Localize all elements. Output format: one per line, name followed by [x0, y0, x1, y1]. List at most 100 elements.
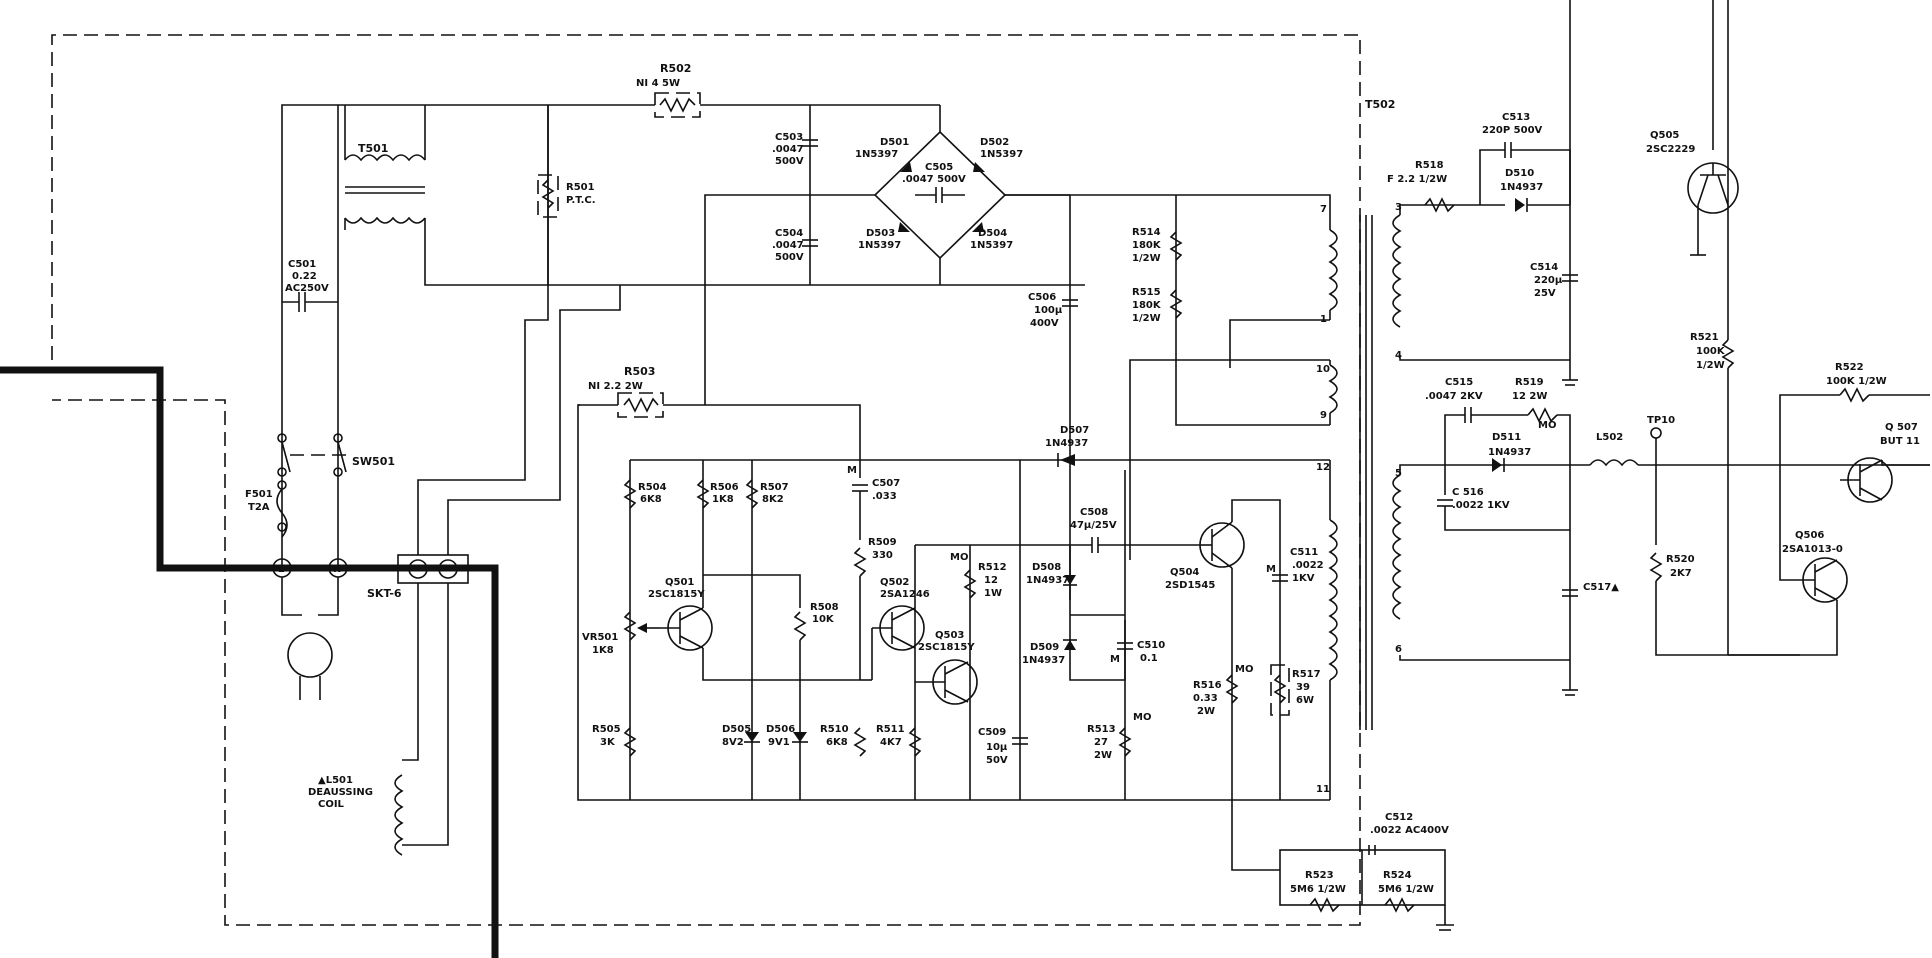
c505-ref: C505: [925, 162, 953, 173]
r517-rating: 6W: [1296, 695, 1314, 706]
bplus-rail: C506 100µ 400V R514 180K 1/2W R515 180K …: [1005, 194, 1331, 600]
r513-rating: 2W: [1094, 750, 1112, 761]
c516-ref: C 516: [1452, 487, 1484, 498]
r521-ref: R521: [1690, 332, 1719, 343]
r508-value: 10K: [812, 614, 835, 625]
d504-ref: D504: [978, 228, 1007, 239]
d509-type: 1N4937: [1022, 655, 1065, 666]
c504-value: .0047: [772, 240, 804, 251]
r513-ref: R513: [1087, 724, 1116, 735]
c514-rating: 25V: [1534, 288, 1556, 299]
ptc-r501: R501 P.T.C.: [537, 105, 596, 285]
r509-value: 330: [872, 550, 893, 561]
r518-ref: R518: [1415, 160, 1444, 171]
r506-ref: R506: [710, 482, 739, 493]
c514-ref: C514: [1530, 262, 1558, 273]
r514-value: 180K: [1132, 240, 1162, 251]
r519-ref: R519: [1515, 377, 1544, 388]
q502-type: 2SA1246: [880, 589, 930, 600]
l501-ref: ▲L501: [318, 775, 353, 786]
l501-coil: COIL: [318, 799, 345, 810]
board-boundary: [51, 34, 1361, 926]
t502-pin-9: 9: [1320, 410, 1327, 421]
q507-type: BUT 11: [1880, 436, 1920, 447]
c508-value: 47µ/25V: [1070, 520, 1117, 531]
d508-type: 1N4937: [1026, 575, 1069, 586]
d502-ref: D502: [980, 137, 1009, 148]
r523-value: 5M6 1/2W: [1290, 884, 1346, 895]
r520-ref: R520: [1666, 554, 1695, 565]
resistor-r503: R503 NI 2.2 2W: [577, 365, 1330, 801]
r502-value: NI 4 5W: [636, 78, 680, 89]
r515-value: 180K: [1132, 300, 1162, 311]
r523-ref: R523: [1305, 870, 1334, 881]
r516-ref: R516: [1193, 680, 1222, 691]
r508-ref: R508: [810, 602, 839, 613]
c503-value: .0047: [772, 144, 804, 155]
d505-ref: D505: [722, 724, 751, 735]
r502-ref: R502: [660, 62, 691, 75]
control-circuit: R504 6K8 R506 1K8 R507 8K2 M C507 .033 R…: [582, 404, 1330, 800]
d503-ref: D503: [866, 228, 895, 239]
f501-value: T2A: [248, 502, 270, 513]
r520-value: 2K7: [1670, 568, 1692, 579]
t502-pin-7: 7: [1320, 204, 1327, 215]
d504-type: 1N5397: [970, 240, 1013, 251]
c511-ref: C511: [1290, 547, 1318, 558]
c511-rating: 1KV: [1292, 573, 1315, 584]
c515-value: .0047 2KV: [1425, 391, 1483, 402]
r503-value: NI 2.2 2W: [588, 381, 643, 392]
r504-ref: R504: [638, 482, 667, 493]
t502-pin-4: 4: [1395, 350, 1402, 361]
c505-value: .0047 500V: [902, 174, 966, 185]
c504-rating: 500V: [775, 252, 804, 263]
r512-value: 12: [984, 575, 998, 586]
c512-ref: C512: [1385, 812, 1413, 823]
r517-ref: R517: [1292, 669, 1321, 680]
r513-marker: MO: [1133, 712, 1151, 723]
t502-pin-3: 3: [1395, 202, 1402, 213]
r507-ref: R507: [760, 482, 789, 493]
vr501-value: 1K8: [592, 645, 614, 656]
d510-ref: D510: [1505, 168, 1534, 179]
r512-ref: R512: [978, 562, 1007, 573]
mains-plug: L N: [272, 558, 348, 700]
d506-value: 9V1: [768, 737, 790, 748]
r519-marker: MO: [1538, 420, 1556, 431]
r510-value: 6K8: [826, 737, 848, 748]
c507-marker: M: [847, 465, 857, 476]
t502-pin-1: 1: [1320, 314, 1327, 325]
q503-ref: Q503: [935, 630, 964, 641]
c516-value: .0022 1KV: [1452, 500, 1510, 511]
bridge-rectifier: D501 1N5397 D502 1N5397 C505 .0047 500V …: [704, 105, 1070, 405]
r519-value: 12 2W: [1512, 391, 1547, 402]
r511-value: 4K7: [880, 737, 902, 748]
t502-label: T502: [1365, 98, 1395, 111]
d502-type: 1N5397: [980, 149, 1023, 160]
r512-rating: 1W: [984, 588, 1002, 599]
t502-pin-12: 12: [1316, 462, 1330, 473]
r513-value: 27: [1094, 737, 1108, 748]
c511-value: .0022: [1292, 560, 1324, 571]
c501-value: 0.22: [292, 271, 317, 282]
r514-ref: R514: [1132, 227, 1161, 238]
r522-ref: R522: [1835, 362, 1864, 373]
q503-type: 2SC1815Y: [918, 642, 975, 653]
q504-ref: Q504: [1170, 567, 1199, 578]
r516-value: 0.33: [1193, 693, 1218, 704]
ground-symbols: [1562, 379, 1578, 696]
q501-ref: Q501: [665, 577, 694, 588]
t502-pin-10: 10: [1316, 364, 1330, 375]
c509-ref: C509: [978, 727, 1006, 738]
capacitor-c501: C501 0.22 AC250V: [282, 259, 338, 312]
c510-ref: C510: [1137, 640, 1165, 651]
mains-cable: [0, 366, 499, 958]
r522-value: 100K 1/2W: [1826, 376, 1887, 387]
t502-pin-5: 5: [1395, 468, 1402, 479]
r509-ref: R509: [868, 537, 897, 548]
transformer-t502: T502 7 1 10 9 12 11 3 4 5 6: [1129, 98, 1402, 800]
c513-ref: C513: [1502, 112, 1530, 123]
c507-value: .033: [872, 491, 897, 502]
resistor-r502: R502 NI 4 5W: [548, 62, 940, 118]
